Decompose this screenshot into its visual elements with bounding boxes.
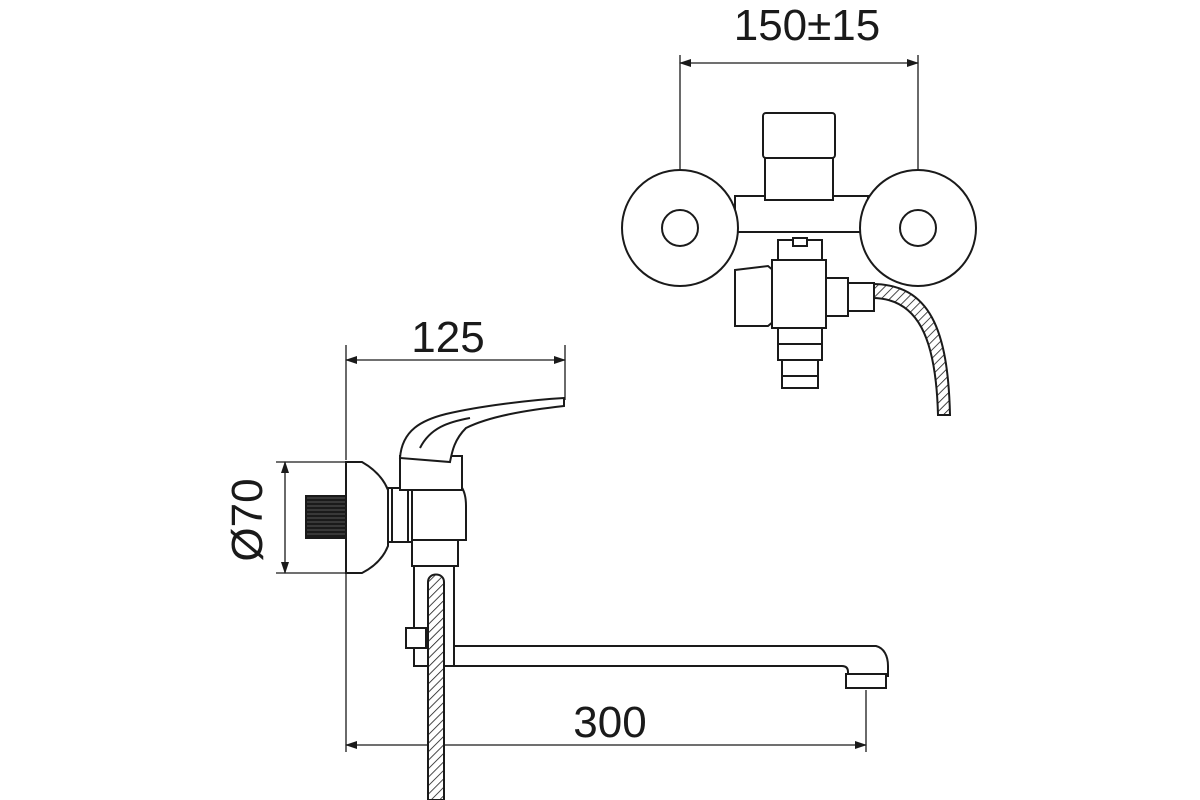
mixer-body bbox=[734, 195, 869, 233]
lever-top bbox=[762, 112, 836, 159]
flange-diameter-dimension: Ø70 bbox=[223, 461, 345, 574]
hose-nut bbox=[825, 277, 849, 317]
spout bbox=[453, 645, 889, 677]
right-inlet bbox=[899, 209, 937, 247]
center-spacing-label: 150±15 bbox=[734, 1, 881, 50]
spout-height-label: 125 bbox=[411, 313, 484, 362]
hose-side bbox=[427, 573, 445, 800]
flange-side bbox=[345, 461, 389, 574]
side-view: 125 Ø70 300 bbox=[223, 313, 889, 800]
center-spacing-dimension: 150±15 bbox=[679, 1, 919, 230]
diverter-collar bbox=[411, 539, 459, 567]
spout-height-dimension: 125 bbox=[345, 313, 566, 460]
hose-front bbox=[871, 282, 952, 416]
lever-base bbox=[764, 154, 834, 201]
aerator bbox=[845, 673, 887, 689]
left-inlet bbox=[661, 209, 699, 247]
front-view: 150±15 bbox=[621, 1, 977, 416]
flange-diameter-label: Ø70 bbox=[223, 478, 272, 561]
diverter-button bbox=[405, 627, 427, 649]
inlet-thread bbox=[305, 495, 347, 539]
lever-handle bbox=[398, 396, 565, 464]
spout-length-label: 300 bbox=[573, 698, 646, 747]
outlet-nipple bbox=[781, 359, 819, 389]
diverter-body bbox=[771, 259, 827, 329]
